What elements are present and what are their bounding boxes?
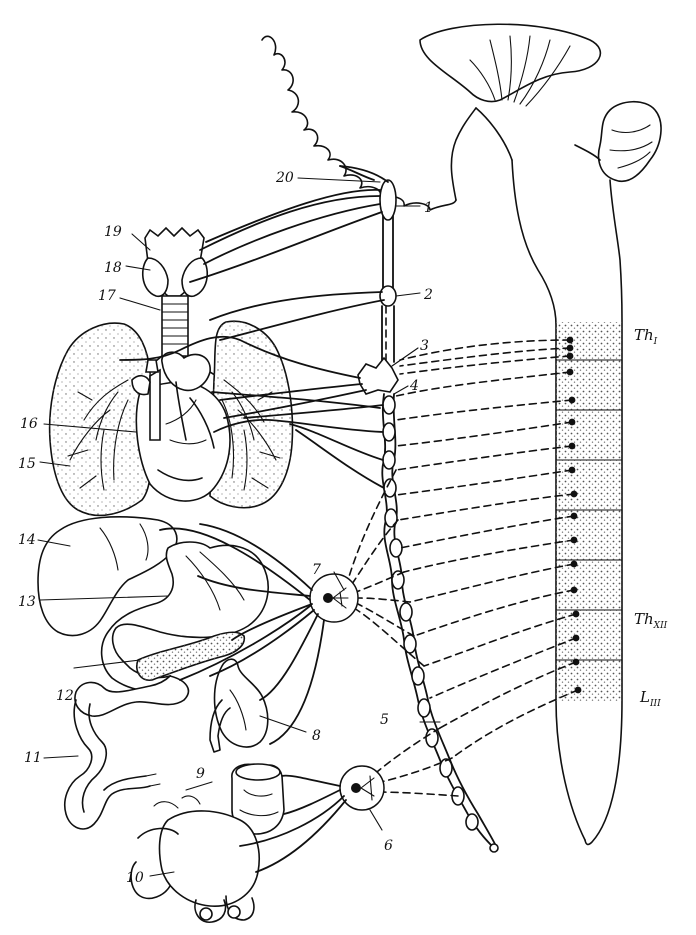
superior-vena-cava — [149, 368, 161, 441]
preganglionic-fibers — [347, 339, 579, 797]
spinal-lateral-horn-region — [556, 322, 622, 702]
label-13: 13 — [18, 594, 36, 610]
postganglionic-fibers — [119, 165, 389, 873]
label-17: 17 — [98, 288, 116, 304]
segment-l3-label: LIII — [639, 688, 661, 709]
inferior-mesenteric-ganglion — [339, 765, 385, 811]
label-2: 2 — [423, 287, 433, 303]
label-1: 1 — [424, 200, 433, 216]
trunk-ganglia — [382, 395, 499, 853]
liver — [37, 516, 178, 637]
brain — [261, 23, 662, 211]
label-9: 9 — [196, 766, 205, 782]
sympathetic-trunk — [357, 179, 499, 853]
thyroid-left-lobe — [141, 257, 169, 298]
stellate-ganglion — [357, 356, 399, 395]
leader-lines — [37, 177, 441, 877]
label-7: 7 — [312, 562, 321, 578]
label-6: 6 — [384, 838, 393, 854]
heart — [131, 351, 231, 502]
middle-cervical-ganglion — [379, 285, 397, 307]
spinal-cord — [511, 159, 623, 846]
label-8: 8 — [312, 728, 321, 744]
label-15: 15 — [18, 456, 36, 472]
coeliac-ganglion — [309, 573, 359, 623]
superior-cervical-ganglion — [379, 179, 397, 221]
label-16: 16 — [20, 416, 38, 432]
bladder — [158, 810, 260, 907]
label-10: 10 — [126, 870, 144, 886]
pancreas — [136, 631, 246, 681]
segment-labels: ThI ThXII LIII — [634, 326, 668, 709]
label-3: 3 — [420, 338, 429, 354]
label-11: 11 — [24, 750, 42, 766]
label-18: 18 — [104, 260, 122, 276]
label-19: 19 — [104, 224, 122, 240]
label-12: 12 — [56, 688, 74, 704]
thyroid-right-lobe — [181, 257, 209, 298]
intestine — [64, 675, 190, 830]
segment-th1-label: ThI — [634, 326, 658, 347]
number-labels: 1 2 3 4 5 6 7 8 9 10 11 12 13 14 15 16 1… — [18, 170, 433, 886]
label-20: 20 — [275, 170, 294, 186]
segment-th12-label: ThXII — [634, 610, 668, 631]
pelvic-organs — [130, 763, 285, 923]
label-4: 4 — [409, 378, 419, 394]
label-14: 14 — [18, 532, 36, 548]
label-5: 5 — [380, 712, 389, 728]
kidney — [209, 658, 269, 753]
